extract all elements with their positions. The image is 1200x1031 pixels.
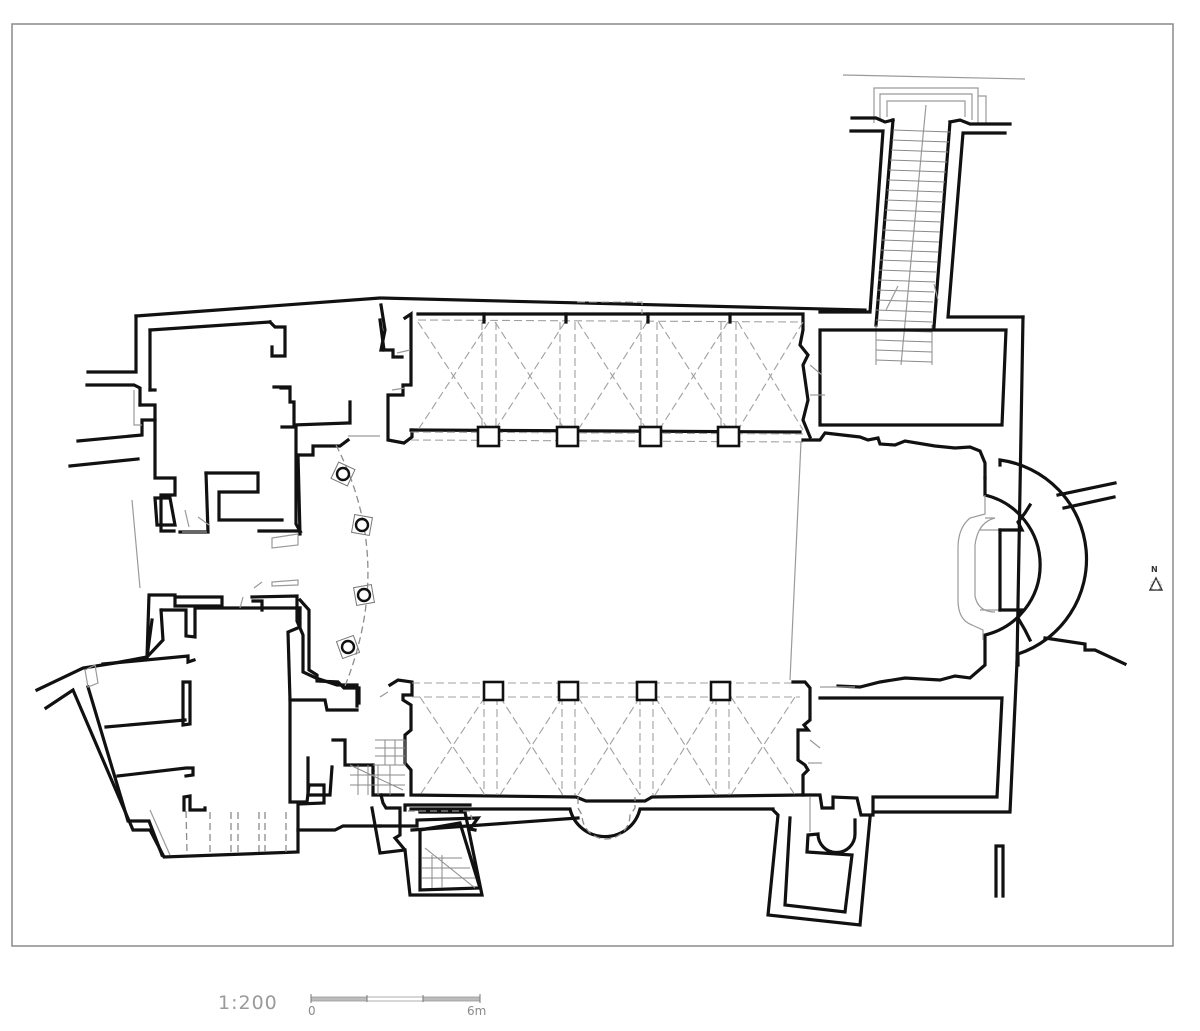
northwest-rooms: [68, 319, 352, 589]
narthex-colonnade: [296, 437, 389, 705]
north-arrow-icon: [1148, 576, 1164, 591]
scale-start-label: 0: [308, 1004, 316, 1018]
chancel: [789, 431, 1128, 689]
pier: [716, 425, 741, 448]
stair-treads: [875, 129, 951, 365]
drawing-frame: [11, 23, 1174, 947]
pier: [555, 425, 580, 448]
north-label: N: [1151, 565, 1158, 574]
scale-ratio: 1:200: [218, 992, 278, 1014]
column: [335, 634, 361, 660]
north-stair-passage: [818, 74, 1026, 366]
pier: [476, 425, 501, 448]
southwest-stair: [306, 738, 484, 897]
stair-treads: [349, 739, 476, 889]
north-aisle-vaults: [410, 301, 807, 443]
southwest-hidden-lines: [185, 810, 287, 853]
south-aisle-vaults: [412, 682, 800, 796]
pier: [635, 680, 658, 702]
column: [330, 461, 356, 487]
west-exterior: [34, 618, 300, 859]
south-aisle: [378, 678, 855, 840]
pier: [557, 680, 580, 702]
pier: [638, 425, 663, 448]
southeast-rooms: [766, 660, 1019, 927]
column: [352, 583, 376, 607]
pier: [709, 680, 732, 702]
scale-bar: [310, 994, 481, 1003]
scale-end-label: 6m: [467, 1004, 487, 1018]
north-aisle: [348, 301, 825, 448]
column: [350, 513, 374, 537]
pier: [482, 680, 505, 702]
north-wall: [85, 296, 1025, 664]
southwest-rooms: [101, 579, 382, 856]
